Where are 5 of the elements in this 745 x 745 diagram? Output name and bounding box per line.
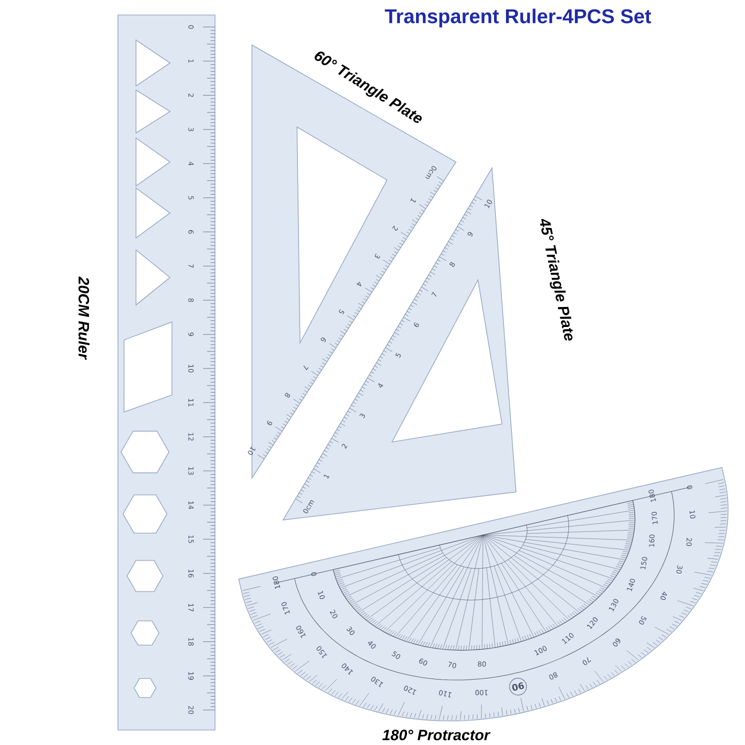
part-caption: 45° Triangle Plate (540, 219, 573, 341)
part-caption: 20CM Ruler (78, 276, 90, 360)
title: Transparent Ruler-4PCS Set (384, 8, 652, 28)
scale-number: 90 (509, 678, 527, 696)
part-caption: 180° Protractor (382, 730, 490, 740)
